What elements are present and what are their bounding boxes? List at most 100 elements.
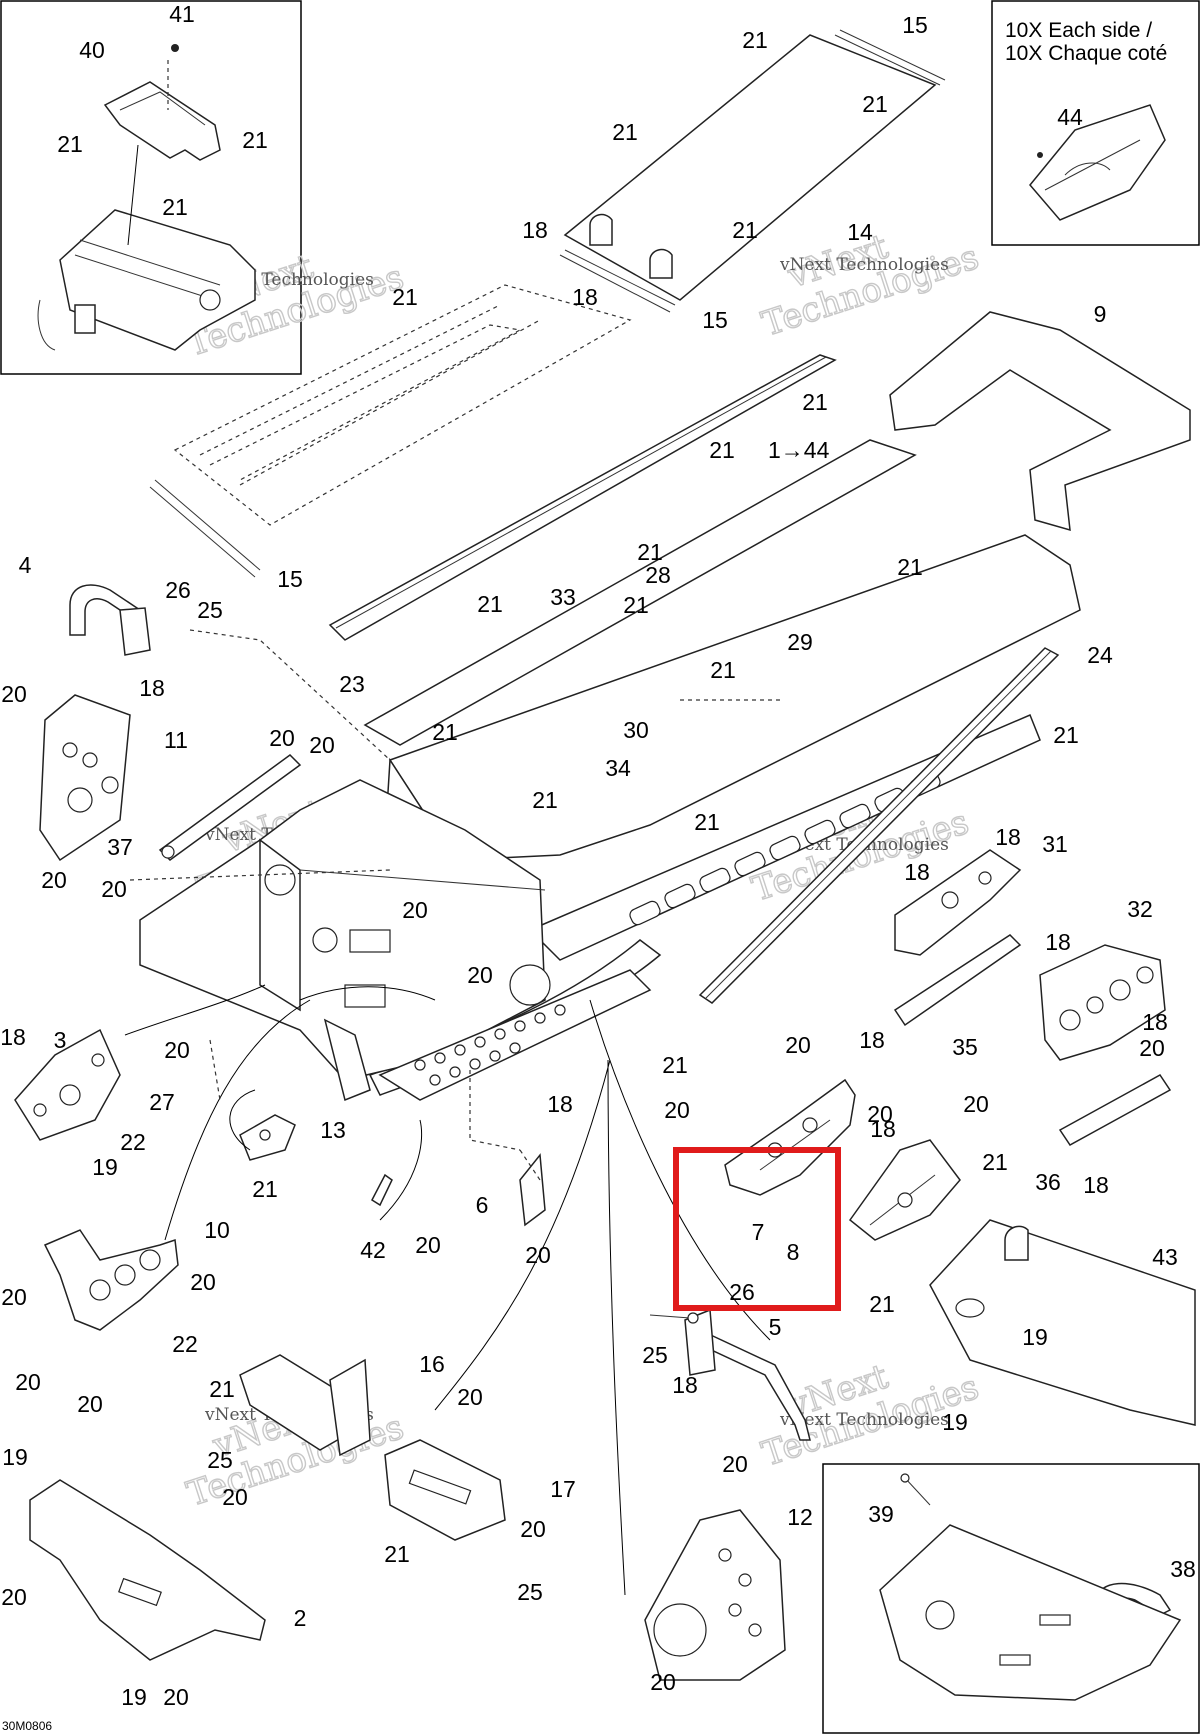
- part-label-6: 6: [476, 1192, 489, 1218]
- part-label-20: 20: [402, 897, 428, 923]
- part-6-bracket: [519, 1153, 546, 1227]
- part-label-20: 20: [101, 876, 127, 902]
- part-label-21: 21: [252, 1176, 278, 1202]
- rail-24: [698, 647, 1060, 1004]
- inset-frame-top-right: [991, 0, 1200, 246]
- part-label-21: 21: [384, 1541, 410, 1567]
- part-label-20: 20: [415, 1232, 441, 1258]
- guide-lines: [124, 629, 780, 1596]
- part-label-30: 30: [623, 717, 649, 743]
- rail-23: [328, 354, 837, 641]
- part-label-22: 22: [120, 1129, 146, 1155]
- part-label-20: 20: [467, 962, 493, 988]
- part-label-28: 28: [645, 562, 671, 588]
- part-label-21: 21: [532, 787, 558, 813]
- tunnel-slots: [629, 771, 941, 926]
- part-label-21: 21: [694, 809, 720, 835]
- inset-plate-bottom: [879, 1524, 1182, 1701]
- part-label-17: 17: [550, 1476, 576, 1502]
- part-8-bracket: [848, 1139, 961, 1241]
- part-label-21: 21: [432, 719, 458, 745]
- part-label-20: 20: [309, 732, 335, 758]
- part-label-14: 14: [847, 219, 873, 245]
- part-3-bracket: [14, 1028, 121, 1141]
- part-label-3: 3: [54, 1027, 67, 1053]
- part-label-20: 20: [164, 1037, 190, 1063]
- part-label-33: 33: [550, 584, 576, 610]
- part-label-21: 21: [710, 657, 736, 683]
- part-label-20: 20: [867, 1101, 893, 1127]
- part-label-20: 20: [650, 1669, 676, 1695]
- part-label-16: 16: [419, 1351, 445, 1377]
- part-label-35: 35: [952, 1034, 978, 1060]
- part-label-20: 20: [1, 1584, 27, 1610]
- part-label-18: 18: [572, 284, 598, 310]
- part-label-18: 18: [859, 1027, 885, 1053]
- part-label-4: 4: [19, 552, 32, 578]
- part-label-18: 18: [870, 1116, 896, 1142]
- part-label-20: 20: [525, 1242, 551, 1268]
- part-label-22: 22: [172, 1331, 198, 1357]
- part-label-19: 19: [121, 1684, 147, 1710]
- part-16-bracket: [239, 1354, 371, 1457]
- part-44-plate: [1029, 104, 1166, 221]
- watermark-6-small: vNext Technologies: [779, 1410, 949, 1430]
- part-label-8: 8: [787, 1239, 800, 1265]
- part-label-20: 20: [269, 725, 295, 751]
- part-label-12: 12: [787, 1504, 813, 1530]
- part-label-9: 9: [1094, 301, 1107, 327]
- range-label-1-to-44: 1→44: [768, 437, 830, 463]
- part-label-18: 18: [672, 1372, 698, 1398]
- part-40-bracket: [103, 44, 221, 161]
- part-label-37: 37: [107, 834, 133, 860]
- part-label-20: 20: [457, 1384, 483, 1410]
- part-label-20: 20: [785, 1032, 811, 1058]
- part-label-21: 21: [869, 1291, 895, 1317]
- part-label-20: 20: [15, 1369, 41, 1395]
- part-label-41: 41: [169, 1, 195, 27]
- part-label-25: 25: [642, 1342, 668, 1368]
- part-5-strap: [649, 1308, 811, 1441]
- part-label-20: 20: [722, 1451, 748, 1477]
- part-label-18: 18: [1045, 929, 1071, 955]
- part-label-21: 21: [709, 437, 735, 463]
- part-label-21: 21: [802, 389, 828, 415]
- part-11-plate: [39, 694, 131, 862]
- part-label-18: 18: [139, 675, 165, 701]
- part-label-21: 21: [982, 1149, 1008, 1175]
- part-label-19: 19: [92, 1154, 118, 1180]
- part-label-7: 7: [752, 1219, 765, 1245]
- part-36-bar: [1058, 1074, 1172, 1146]
- part-label-10: 10: [204, 1217, 230, 1243]
- part-label-20: 20: [1139, 1035, 1165, 1061]
- part-label-18: 18: [0, 1024, 26, 1050]
- part-label-40: 40: [79, 37, 105, 63]
- panel-14: [559, 29, 946, 313]
- part-12-plate: [644, 1509, 786, 1681]
- part-label-18: 18: [995, 824, 1021, 850]
- part-label-21: 21: [732, 217, 758, 243]
- part-label-32: 32: [1127, 896, 1153, 922]
- part-label-24: 24: [1087, 642, 1113, 668]
- part-label-43: 43: [1152, 1244, 1178, 1270]
- part-label-15: 15: [902, 12, 928, 38]
- part-label-21: 21: [637, 539, 663, 565]
- part-label-19: 19: [942, 1409, 968, 1435]
- part-label-21: 21: [477, 591, 503, 617]
- part-label-18: 18: [1142, 1009, 1168, 1035]
- part-label-20: 20: [1, 1284, 27, 1310]
- part-label-31: 31: [1042, 831, 1068, 857]
- part-label-20: 20: [963, 1091, 989, 1117]
- diagram-code: 30M0806: [2, 1719, 52, 1733]
- part-43-panel: [929, 1219, 1196, 1426]
- part-label-18: 18: [547, 1091, 573, 1117]
- part-label-21: 21: [242, 127, 268, 153]
- part-label-34: 34: [605, 755, 631, 781]
- part-label-36: 36: [1035, 1169, 1061, 1195]
- callout-highlight-box: [673, 1147, 841, 1311]
- part-label-21: 21: [897, 554, 923, 580]
- part-label-21: 21: [862, 91, 888, 117]
- part-4-handle: [69, 584, 151, 656]
